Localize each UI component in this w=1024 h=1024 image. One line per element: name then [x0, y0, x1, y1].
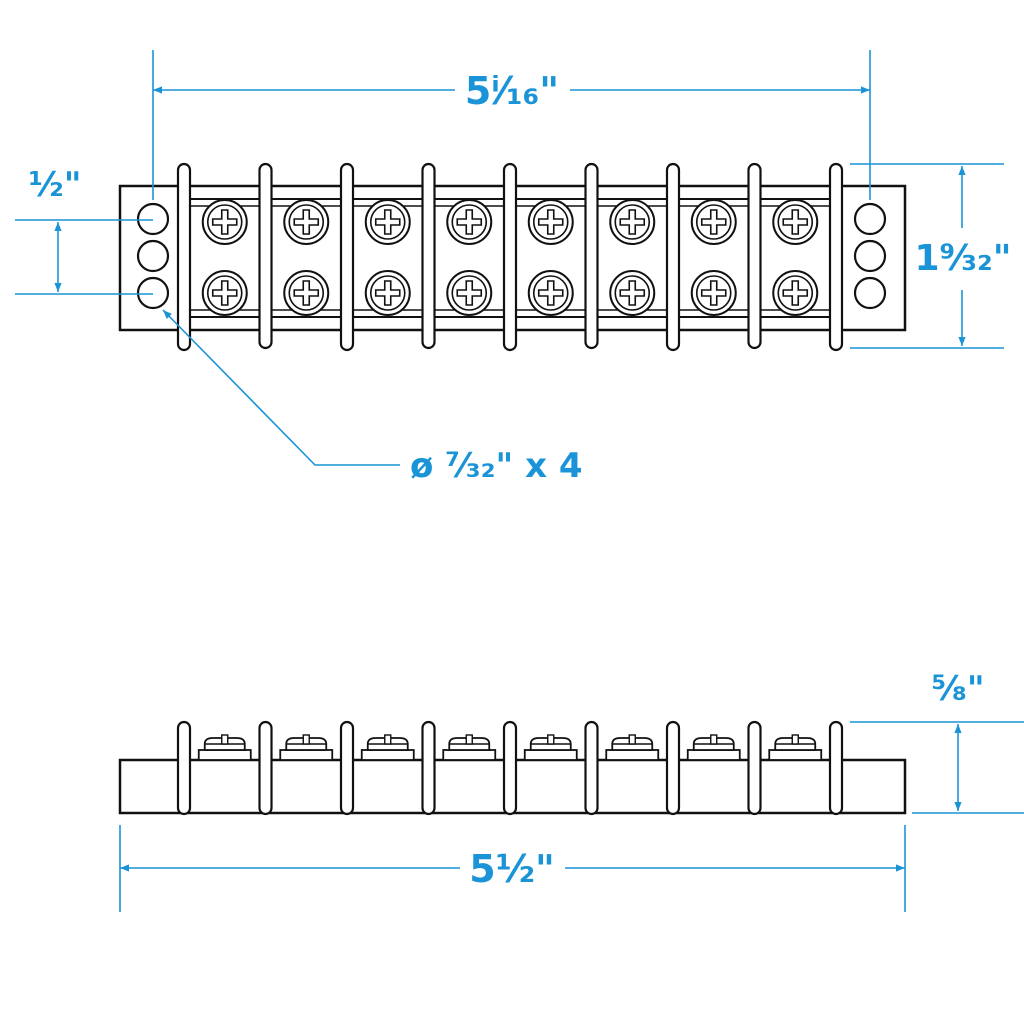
top-barrier [828, 162, 844, 352]
side-length-label: 5½" [469, 847, 555, 891]
side-screws [197, 734, 823, 761]
side-barrier [339, 720, 355, 816]
side-barriers [176, 720, 844, 816]
hole-spacing-label: ½" [29, 165, 82, 205]
terminal-screw [609, 199, 656, 245]
side-view [118, 720, 907, 816]
side-screw-head [197, 734, 252, 761]
side-barrier [176, 720, 192, 816]
side-barrier [502, 720, 518, 816]
terminal-screw [772, 270, 819, 316]
top-barrier [258, 162, 273, 350]
terminal-screw [364, 270, 411, 316]
mounting-hole [136, 202, 170, 236]
top-barrier [665, 162, 681, 352]
side-screw-head [523, 734, 578, 761]
mounting-hole [136, 276, 170, 310]
terminal-screw [446, 270, 493, 316]
top-barrier [502, 162, 518, 352]
mounting-holes [136, 202, 887, 310]
side-barrier [747, 720, 762, 816]
terminal-screw [446, 199, 493, 245]
side-barrier [584, 720, 599, 816]
terminal-screw [364, 199, 411, 245]
side-screw-head [360, 734, 415, 761]
hole-diameter-label: ø ⁷⁄₃₂" x 4 [410, 446, 583, 486]
top-barrier [421, 162, 436, 350]
diameter-leader [162, 309, 400, 466]
top-barrier [584, 162, 599, 350]
terminal-screw [609, 270, 656, 316]
terminal-screw [283, 199, 330, 245]
side-screw-head [686, 734, 741, 761]
height-label: 1⁹⁄₃₂" [914, 238, 1011, 279]
mounting-hole [853, 239, 887, 273]
dimension-lines [15, 50, 1024, 912]
overall-span-label: 5ⁱ⁄₁₆" [465, 69, 559, 113]
mounting-hole [853, 276, 887, 310]
top-barrier [176, 162, 192, 352]
side-screw-head [605, 734, 660, 761]
top-barrier [747, 162, 762, 350]
terminal-screw [201, 270, 248, 316]
terminal-screw [690, 199, 737, 245]
top-view [118, 162, 907, 352]
terminal-screw [527, 199, 574, 245]
terminal-screw [772, 199, 819, 245]
side-screw-head [442, 734, 497, 761]
side-barrier [828, 720, 844, 816]
terminal-screw [283, 270, 330, 316]
terminal-screw [527, 270, 574, 316]
side-height-label: ⁵⁄₈" [931, 669, 984, 709]
side-screw-head [768, 734, 823, 761]
terminal-screw [690, 270, 737, 316]
mounting-hole [853, 202, 887, 236]
top-screws [201, 199, 819, 316]
side-barrier [258, 720, 273, 816]
mounting-hole [136, 239, 170, 273]
side-screw-head [279, 734, 334, 761]
terminal-screw [201, 199, 248, 245]
side-barrier [665, 720, 681, 816]
side-barrier [421, 720, 436, 816]
top-barriers [176, 162, 844, 352]
top-barrier [339, 162, 355, 352]
